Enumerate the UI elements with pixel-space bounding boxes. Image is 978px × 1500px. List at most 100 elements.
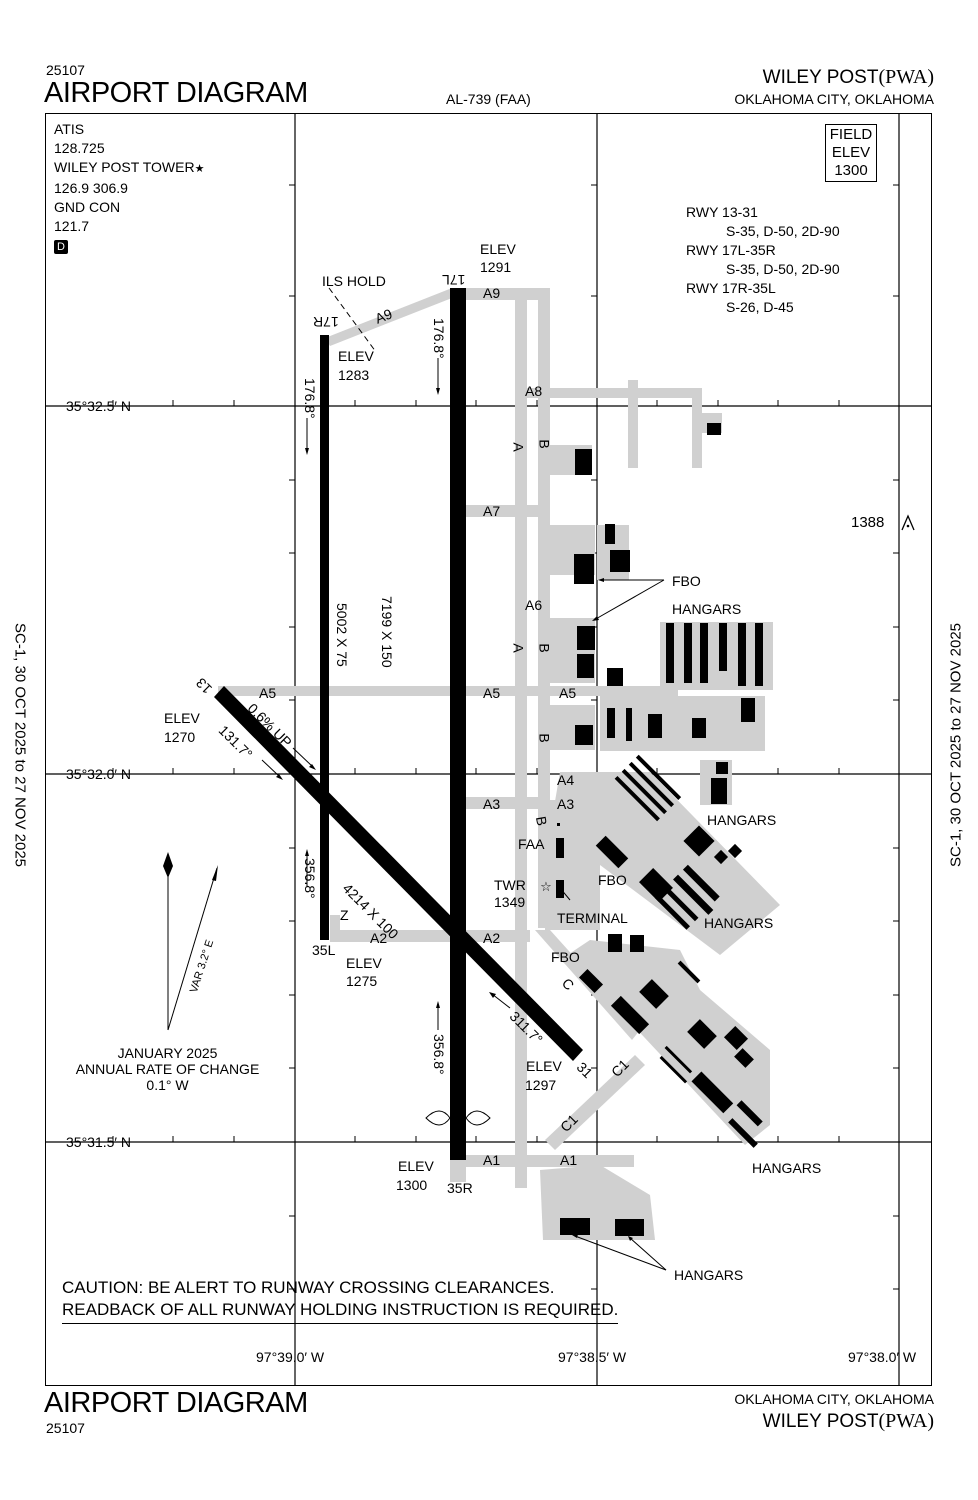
runway-strength-name: RWY 13-31 (686, 204, 758, 220)
hangar-strip (659, 1055, 688, 1084)
hangar-strip (654, 894, 690, 930)
airport-id: (PWA) (878, 66, 934, 88)
taxiway-a8 (527, 388, 702, 398)
building (577, 654, 594, 678)
hangar-row (700, 623, 708, 683)
variation-rate-label: ANNUAL RATE OF CHANGE (75, 1061, 260, 1077)
runway-strength-values: S-26, D-45 (726, 299, 794, 315)
elev-17r-value: 1283 (338, 367, 370, 383)
runway-strength-values: S-35, D-50, 2D-90 (726, 261, 840, 277)
taxiway-a9-diag (325, 288, 452, 346)
heading-arrow-31 (491, 993, 511, 1009)
hangar-strip (621, 768, 667, 815)
lon-label-38-0: 97°38.0′ W (848, 1349, 917, 1365)
building (741, 698, 755, 722)
building (630, 935, 644, 952)
hangar-strip (614, 775, 660, 822)
hangar-leader-2 (629, 1237, 667, 1271)
chart-title: AIRPORT DIAGRAM (44, 77, 308, 109)
lon-label-38-5: 97°38.5′ W (558, 1349, 627, 1365)
tower-row: WILEY POST TOWER★ (54, 158, 204, 179)
arrow-head (305, 448, 309, 455)
runway-17r-dimensions: 5002 X 75 (334, 603, 350, 667)
taxiway-label-b-upper: B (536, 439, 553, 449)
footer-airport-name: WILEY POST(PWA) (763, 1410, 934, 1433)
footer-title: AIRPORT DIAGRAM (44, 1387, 308, 1419)
airport-name: WILEY POST (762, 67, 879, 88)
building (648, 714, 662, 738)
marker (557, 823, 560, 826)
taxiway-label-a3: A3 (483, 796, 501, 812)
building (607, 708, 615, 738)
fbo-north-building (574, 554, 594, 584)
building (639, 868, 673, 902)
runway-end-35r: 35R (447, 1180, 473, 1196)
slope-arrow-13 (292, 747, 314, 768)
hangar-leader-1 (574, 1235, 667, 1271)
taxiway-label-a-upper: A (510, 442, 527, 452)
tower-label: TWR (494, 877, 526, 893)
faa-building (556, 838, 564, 858)
taxiway-label-a6: A6 (525, 597, 543, 613)
taxiway-label-a9: A9 (483, 285, 501, 301)
heading-17l: 176.8° (431, 318, 447, 359)
taxiway-b (538, 288, 550, 928)
arrow-head (436, 1001, 440, 1008)
arrow-heads (163, 388, 633, 1241)
heading-35r: 356.8° (431, 1034, 447, 1075)
fbo-leader-2 (593, 579, 665, 621)
arrow-head (628, 1236, 633, 1241)
hangars-label-s: HANGARS (674, 1267, 744, 1283)
hangars-label-e1: HANGARS (707, 812, 777, 828)
field-elevation-value: 1300 (834, 162, 868, 179)
tower-label: WILEY POST TOWER (54, 159, 195, 175)
building (691, 1071, 734, 1114)
elev-label: ELEV (831, 144, 871, 161)
taxiway-a8-stub2 (692, 388, 702, 468)
taxiway-a8-stub1 (628, 380, 638, 468)
ils-hold-line (328, 287, 377, 353)
ground-frequency: 121.7 (54, 218, 90, 234)
arrow-head (592, 616, 599, 621)
arrow-head (572, 1234, 578, 1238)
variation-block: JANUARY 2025 ANNUAL RATE OF CHANGE 0.1° … (70, 1045, 265, 1093)
airport-name-header: WILEY POST(PWA) (763, 66, 934, 89)
elev-17r-label: ELEV (338, 348, 374, 364)
tower-elevation: 1349 (494, 894, 526, 910)
taxiway-a3 (464, 797, 544, 809)
airport-name: WILEY POST (762, 1411, 879, 1432)
taxiway-label-a5-mid: A5 (483, 685, 501, 701)
taxiway-z (330, 915, 340, 935)
building (713, 849, 729, 865)
hangar-strip (682, 864, 720, 902)
building (734, 1048, 754, 1068)
arrow-head (598, 578, 604, 582)
building (727, 843, 743, 859)
heading-arrow-13 (261, 759, 281, 778)
frequency-block: ATIS 128.725 WILEY POST TOWER★ 126.9 306… (54, 120, 204, 255)
apron-east (600, 696, 765, 751)
heading-35l: 356.8° (302, 858, 318, 899)
runway-strength-values: S-35, D-50, 2D-90 (726, 223, 840, 239)
taxiways (218, 288, 780, 1240)
terminal-leader (559, 887, 571, 901)
apron-terminal (545, 772, 780, 955)
hangars-label-e2: HANGARS (704, 915, 774, 931)
caution-note: CAUTION: BE ALERT TO RUNWAY CROSSING CLE… (62, 1277, 619, 1324)
arrow-head (489, 992, 496, 998)
taxiway-label-a2-right: A2 (483, 930, 501, 946)
taxiway-a9 (464, 288, 550, 300)
runway-end-17l: 17L (442, 272, 466, 288)
elev-17l-label: ELEV (480, 241, 516, 257)
arrow-head (309, 764, 316, 770)
city-state-header: OKLAHOMA CITY, OKLAHOMA (734, 91, 934, 107)
building (736, 1100, 763, 1127)
building (687, 1019, 717, 1049)
runway-17l-dimensions: 7199 X 150 (379, 596, 395, 668)
lat-label-32-5: 35°32.5′ N (66, 398, 132, 414)
runway-strength-name: RWY 17R-35L (686, 280, 776, 296)
taxiway-label-z: Z (340, 907, 349, 923)
tower-frequency: 126.9 306.9 (54, 180, 128, 196)
atis-label: ATIS (54, 121, 85, 137)
